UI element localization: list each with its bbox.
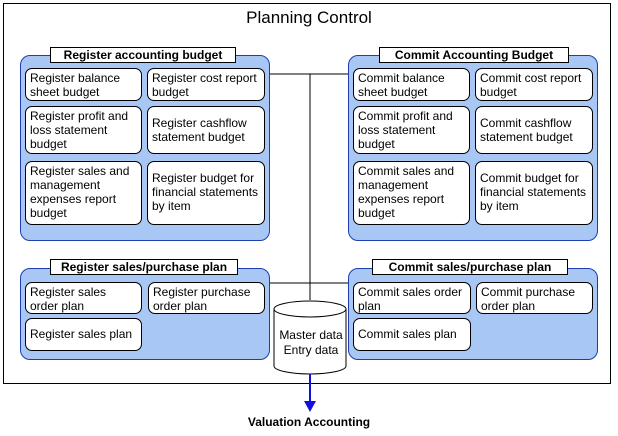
database-label: Master data Entry data: [276, 328, 346, 358]
item-register-sales-order-plan: Register sales order plan: [25, 282, 142, 314]
group-label-commit-budget: Commit Accounting Budget: [379, 47, 569, 63]
item-commit-sales-plan: Commit sales plan: [353, 318, 471, 351]
group-label-register-plan: Register sales/purchase plan: [50, 259, 238, 275]
database-label-line2: Entry data: [283, 343, 339, 357]
output-arrow-head-icon: [304, 401, 316, 412]
item-commit-financial-statements-budget: Commit budget for financial statements b…: [475, 161, 593, 225]
item-register-purchase-order-plan: Register purchase order plan: [148, 282, 265, 314]
item-register-sales-expenses-budget: Register sales and management expenses r…: [25, 161, 142, 225]
item-commit-purchase-order-plan: Commit purchase order plan: [476, 282, 593, 314]
database-label-line1: Master data: [279, 328, 343, 342]
item-commit-balance-sheet-budget: Commit balance sheet budget: [353, 68, 470, 101]
diagram-title: Planning Control: [246, 8, 372, 27]
group-label-register-budget: Register accounting budget: [50, 47, 236, 63]
item-commit-cost-report-budget: Commit cost report budget: [475, 68, 593, 101]
item-register-cost-report-budget: Register cost report budget: [147, 68, 265, 101]
item-register-sales-plan: Register sales plan: [25, 318, 142, 351]
item-register-balance-sheet-budget: Register balance sheet budget: [25, 68, 142, 101]
item-commit-profit-loss-budget: Commit profit and loss statement budget: [353, 106, 470, 154]
item-commit-sales-expenses-budget: Commit sales and management expenses rep…: [353, 161, 470, 225]
item-register-cashflow-budget: Register cashflow statement budget: [147, 106, 265, 154]
database-cylinder-icon: [273, 300, 347, 375]
item-commit-cashflow-budget: Commit cashflow statement budget: [475, 106, 593, 154]
item-commit-sales-order-plan: Commit sales order plan: [353, 282, 471, 314]
item-register-profit-loss-budget: Register profit and loss statement budge…: [25, 106, 142, 154]
item-register-financial-statements-budget: Register budget for financial statements…: [147, 161, 265, 225]
valuation-accounting-label: Valuation Accounting: [247, 415, 371, 429]
group-label-commit-plan: Commit sales/purchase plan: [372, 259, 568, 275]
